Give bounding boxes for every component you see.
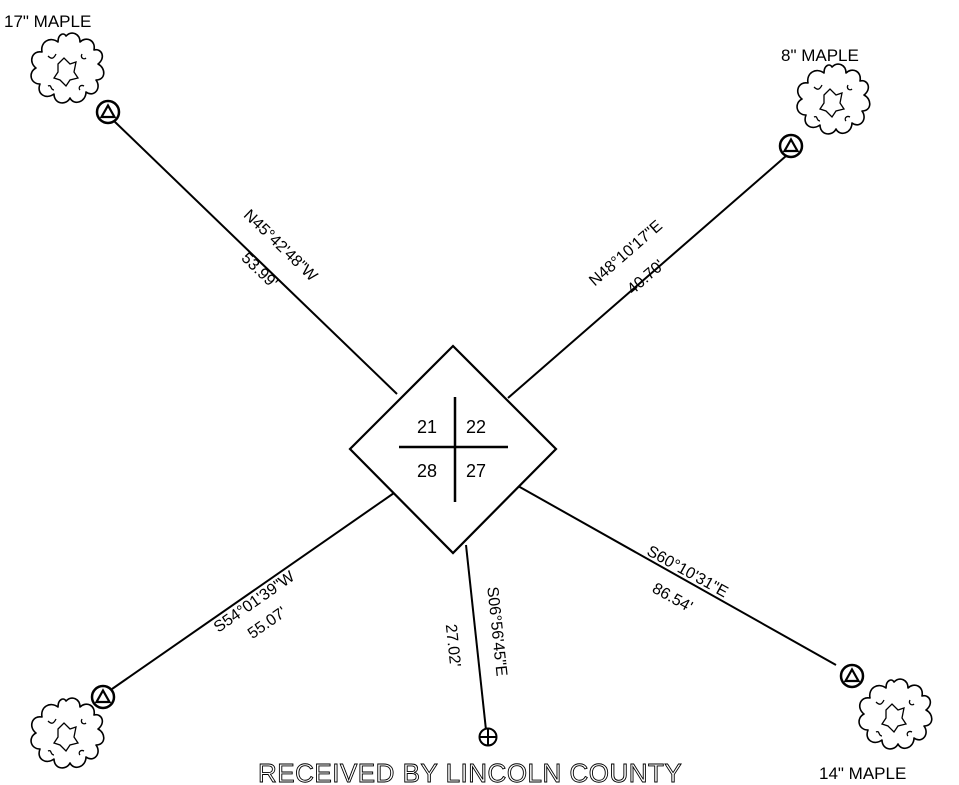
- bearing-tree-marker-ne-icon: [778, 133, 804, 159]
- maple-tree-nw-icon: [30, 32, 105, 104]
- section-number-27: 27: [466, 461, 486, 481]
- maple-tree-se-icon: [858, 678, 933, 750]
- maple-tree-ne-icon: [796, 63, 871, 135]
- tie-line-sw: [111, 492, 395, 690]
- distance-ne: 40.70': [624, 257, 668, 298]
- distance-se: 86.54': [649, 580, 695, 616]
- crosshair-marker-icon: [478, 727, 498, 747]
- distance-s: 27.02': [442, 623, 463, 668]
- tie-line-se: [517, 485, 837, 666]
- section-number-28: 28: [417, 461, 437, 481]
- section-number-22: 22: [466, 417, 486, 437]
- tree-label-nw: 17" MAPLE: [4, 12, 91, 31]
- tie-line-nw: [113, 120, 398, 395]
- tie-line-s: [465, 544, 487, 731]
- section-corner-monument: 21 22 28 27: [348, 344, 558, 555]
- bearing-tree-marker-se-icon: [839, 663, 865, 689]
- maple-tree-sw-icon: [30, 697, 105, 769]
- tree-label-ne: 8" MAPLE: [781, 46, 859, 65]
- bearing-tree-marker-nw-icon: [95, 99, 121, 125]
- tree-label-se: 14" MAPLE: [819, 764, 906, 783]
- tie-line-ne: [507, 155, 787, 399]
- distance-nw: 53.99': [238, 250, 281, 292]
- bearing-tree-marker-sw-icon: [90, 684, 116, 710]
- bearing-s: S06°56'45"E: [483, 586, 509, 677]
- received-stamp: RECEIVED BY LINCOLN COUNTY: [258, 758, 682, 785]
- section-number-21: 21: [417, 417, 437, 437]
